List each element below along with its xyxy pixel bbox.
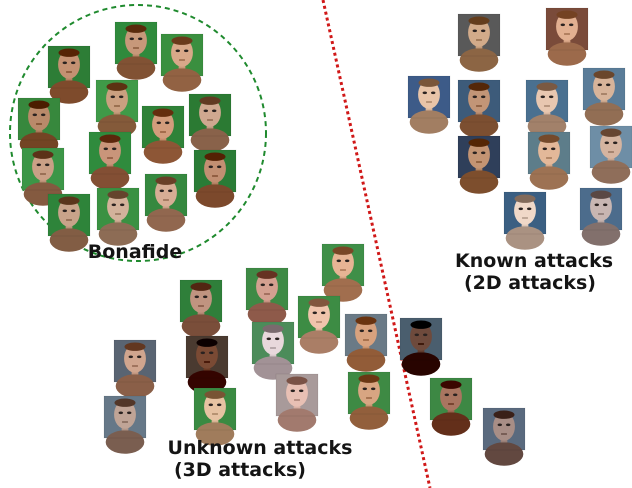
bonafide-face-thumbnail <box>188 93 232 152</box>
known-attack-face-thumbnail <box>457 13 501 72</box>
known-attacks-line1: Known attacks <box>455 250 614 272</box>
unknown-attack-face-thumbnail <box>103 395 147 454</box>
known-attack-face-thumbnail <box>407 75 451 134</box>
known-attack-face-thumbnail <box>482 407 526 466</box>
known-attack-face-thumbnail <box>589 125 632 184</box>
bonafide-face-thumbnail <box>95 79 139 138</box>
unknown-attack-face-thumbnail <box>251 321 295 380</box>
bonafide-face-thumbnail <box>114 21 158 80</box>
unknown-attack-face-thumbnail <box>321 243 365 302</box>
unknown-attacks-line1: Unknown attacks <box>167 437 353 459</box>
bonafide-face-thumbnail <box>47 193 91 252</box>
unknown-attack-face-thumbnail <box>113 339 157 398</box>
known-attack-face-thumbnail <box>545 7 589 66</box>
unknown-attack-face-thumbnail <box>193 387 237 446</box>
unknown-attacks-line2: (3D attacks) <box>174 459 306 481</box>
known-attack-face-thumbnail <box>579 187 623 246</box>
bonafide-face-thumbnail <box>193 149 237 208</box>
known-attack-face-thumbnail <box>525 79 569 138</box>
known-attack-face-thumbnail <box>582 67 626 126</box>
bonafide-cluster-circle <box>9 4 267 262</box>
bonafide-face-thumbnail <box>96 187 140 246</box>
bonafide-face-thumbnail <box>88 131 132 190</box>
unknown-attack-face-thumbnail <box>275 373 319 432</box>
known-attack-face-thumbnail <box>527 131 571 190</box>
bonafide-label: Bonafide <box>87 241 183 263</box>
decision-boundary-line <box>321 0 432 488</box>
unknown-attack-face-thumbnail <box>185 335 229 394</box>
bonafide-face-thumbnail <box>17 97 61 156</box>
unknown-attack-face-thumbnail <box>297 295 341 354</box>
unknown-attack-face-thumbnail <box>179 279 223 338</box>
known-attack-face-thumbnail <box>503 191 547 250</box>
bonafide-face-thumbnail <box>141 105 185 164</box>
known-attack-face-thumbnail <box>457 135 501 194</box>
known-attack-face-thumbnail <box>399 317 443 376</box>
bonafide-face-thumbnail <box>47 45 91 104</box>
unknown-attack-face-thumbnail <box>347 371 391 430</box>
unknown-attacks-label: Unknown attacks (3D attacks) <box>160 437 360 481</box>
unknown-attack-face-thumbnail <box>344 313 388 372</box>
known-attacks-label: Known attacks (2D attacks) <box>455 250 614 294</box>
known-attacks-line2: (2D attacks) <box>464 272 596 294</box>
unknown-attack-face-thumbnail <box>245 267 289 326</box>
bonafide-face-thumbnail <box>144 173 188 232</box>
bonafide-face-thumbnail <box>160 33 204 92</box>
known-attack-face-thumbnail <box>429 377 473 436</box>
known-attack-face-thumbnail <box>457 79 501 138</box>
